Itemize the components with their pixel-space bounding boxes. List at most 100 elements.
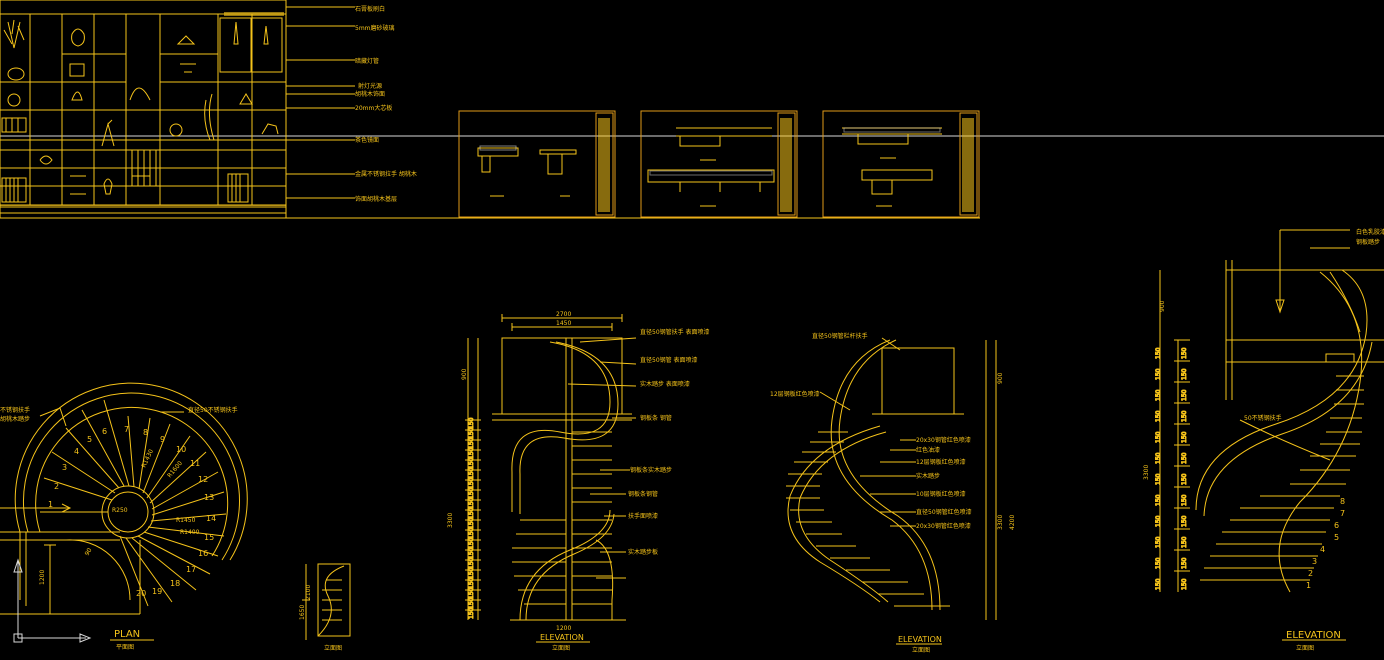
elev1-riser-label: 150 xyxy=(468,457,475,469)
elev1-riser-label: 150 xyxy=(468,447,475,459)
elev3-dim-label: 150 xyxy=(1181,431,1188,443)
elev1-riser-label: 150 xyxy=(468,497,475,509)
elev2-dim-1: 900 xyxy=(997,372,1004,384)
plan-step-14: 14 xyxy=(206,514,216,523)
detail-sheet-b[interactable] xyxy=(640,110,798,218)
elev2-callout-6: 实木踏步 xyxy=(916,472,940,480)
elev1-riser-label: 150 xyxy=(468,567,475,579)
elev3-dim-label: 150 xyxy=(1181,452,1188,464)
elev3-subtitle: 立面图 xyxy=(1296,644,1314,652)
elev1-riser-label: 150 xyxy=(468,537,475,549)
elev2-callout-4: 红色油漆 xyxy=(916,446,940,454)
elev3-dim-label: 150 xyxy=(1155,494,1162,506)
plan-step-13: 13 xyxy=(204,493,214,502)
elev3-step-6: 6 xyxy=(1334,521,1339,530)
elev2-callout-8: 直径50钢管红色喷漆 xyxy=(916,508,972,516)
elev3-dim-label: 150 xyxy=(1181,536,1188,548)
elev3-dim-label: 150 xyxy=(1181,389,1188,401)
cabinet-callout-9: 饰面胡桃木基层 xyxy=(355,195,397,203)
plan-step-9: 9 xyxy=(160,435,165,444)
elev1-left-dim-1: 900 xyxy=(461,368,468,380)
plan-step-18: 18 xyxy=(170,579,180,588)
cabinet-callout-1: 石膏板刷白 xyxy=(355,5,385,13)
plan-step-17: 17 xyxy=(186,565,196,574)
small-spiral-elevation[interactable]: 1650 2100 立面图 xyxy=(299,563,351,652)
elev3-callout-2: 钢板踏步 xyxy=(1356,238,1380,246)
elev1-riser-label: 150 xyxy=(468,577,475,589)
plan-radius-4: R1400 xyxy=(180,529,200,536)
elev1-riser-label: 150 xyxy=(468,557,475,569)
elev3-dim-label: 150 xyxy=(1181,494,1188,506)
plan-step-12: 12 xyxy=(198,475,208,484)
elev3-dim-label: 150 xyxy=(1181,368,1188,380)
elev1-callout-2: 直径50钢管 表面喷漆 xyxy=(640,356,698,364)
elev3-step-1: 1 xyxy=(1306,581,1311,590)
elev2-callout-9: 20x30钢管红色喷漆 xyxy=(916,522,971,530)
elev3-dim-3300: 3300 xyxy=(1143,465,1150,480)
stair-elevation-2[interactable]: 直径50钢管栏杆扶手 12层钢板红色喷漆 20x30钢管红色喷漆 红色油漆 12… xyxy=(770,332,1016,654)
plan-step-11: 11 xyxy=(190,459,200,468)
elev3-step-4: 4 xyxy=(1320,545,1325,554)
elev3-dim-label: 150 xyxy=(1155,410,1162,422)
detail-sheet-c[interactable] xyxy=(822,110,980,218)
plan-callout-left-2: 胡桃木踏步 xyxy=(0,415,30,423)
elev1-bottom-dim: 1200 xyxy=(556,625,571,632)
elev2-title: ELEVATION xyxy=(898,635,942,644)
elev3-step-3: 3 xyxy=(1312,557,1317,566)
plan-dim-1200: 1200 xyxy=(39,570,46,585)
elev3-dim-label: 150 xyxy=(1155,536,1162,548)
stair-elevation-1[interactable]: 1501501501501501501501501501501501501501… xyxy=(447,311,710,652)
elev2-dim-2: 3300 xyxy=(997,515,1004,530)
elev1-callout-4: 钢板条 钢管 xyxy=(640,414,672,422)
elev3-dim-label: 150 xyxy=(1155,347,1162,359)
elev3-step-5: 5 xyxy=(1334,533,1339,542)
elev3-dim-label: 150 xyxy=(1155,389,1162,401)
plan-step-6: 6 xyxy=(102,427,107,436)
plan-step-2: 2 xyxy=(54,482,59,491)
cabinet-callout-8: 金属不锈钢拉手 胡桃木 xyxy=(355,170,417,178)
elev1-top-dim-2: 1450 xyxy=(556,320,571,327)
elev1-riser-label: 150 xyxy=(468,587,475,599)
cabinet-callout-7: 茶色镜面 xyxy=(355,136,379,144)
elev2-callout-7: 10层钢板红色喷漆 xyxy=(916,490,966,498)
small-elev-dim-2: 2100 xyxy=(305,585,312,600)
elev3-step-7: 7 xyxy=(1340,509,1345,518)
plan-step-4: 4 xyxy=(74,447,79,456)
elev1-title: ELEVATION xyxy=(540,633,584,642)
elev3-step-2: 2 xyxy=(1308,569,1313,578)
elev3-dim-label: 150 xyxy=(1155,578,1162,590)
elev1-riser-label: 150 xyxy=(468,437,475,449)
spiral-stair-plan[interactable]: 1200 90 1 2 3 4 5 6 7 8 9 10 11 12 13 14… xyxy=(0,382,248,651)
elev1-riser-label: 150 xyxy=(468,477,475,489)
plan-step-7: 7 xyxy=(124,425,129,434)
plan-step-8: 8 xyxy=(143,428,148,437)
detail-sheet-a[interactable] xyxy=(458,110,616,218)
elev2-callout-2: 12层钢板红色喷漆 xyxy=(770,390,820,398)
elev2-subtitle: 立面图 xyxy=(912,646,930,654)
elev1-callout-6: 钢板条钢管 xyxy=(628,490,658,498)
elev1-left-dim-2: 3300 xyxy=(447,513,454,528)
elev3-dim-label: 150 xyxy=(1155,515,1162,527)
plan-step-10: 10 xyxy=(176,445,186,454)
elev3-dim-label: 150 xyxy=(1155,557,1162,569)
elev1-callout-8: 实木踏步板 xyxy=(628,548,658,556)
cabinet-callout-4: 射灯光源 xyxy=(358,82,382,90)
elev1-riser-label: 150 xyxy=(468,467,475,479)
elev1-riser-label: 150 xyxy=(468,417,475,429)
elev3-callout-1: 白色乳胶漆 xyxy=(1356,228,1384,236)
elev2-dim-3: 4200 xyxy=(1009,515,1016,530)
elev3-dim-label: 150 xyxy=(1181,578,1188,590)
elev1-riser-label: 150 xyxy=(468,487,475,499)
plan-step-3: 3 xyxy=(62,463,67,472)
elev3-dim-label: 150 xyxy=(1155,431,1162,443)
elev1-riser-label: 150 xyxy=(468,607,475,619)
elev3-dim-900: 900 xyxy=(1159,300,1166,312)
plan-step-15: 15 xyxy=(204,533,214,542)
cabinet-callout-2: 5mm磨砂玻璃 xyxy=(355,24,395,32)
cabinet-elevation[interactable]: 石膏板刷白 5mm磨砂玻璃 暗藏灯管 射灯光源 胡桃木饰面 20mm大芯板 茶色… xyxy=(0,0,417,219)
plan-step-1: 1 xyxy=(48,500,53,509)
elev3-dim-label: 150 xyxy=(1181,347,1188,359)
stair-elevation-3[interactable]: 150 150 150 150 150 150 150 150 150 150 150 150 150 1… xyxy=(1143,228,1384,652)
small-elev-subtitle: 立面图 xyxy=(324,644,342,652)
